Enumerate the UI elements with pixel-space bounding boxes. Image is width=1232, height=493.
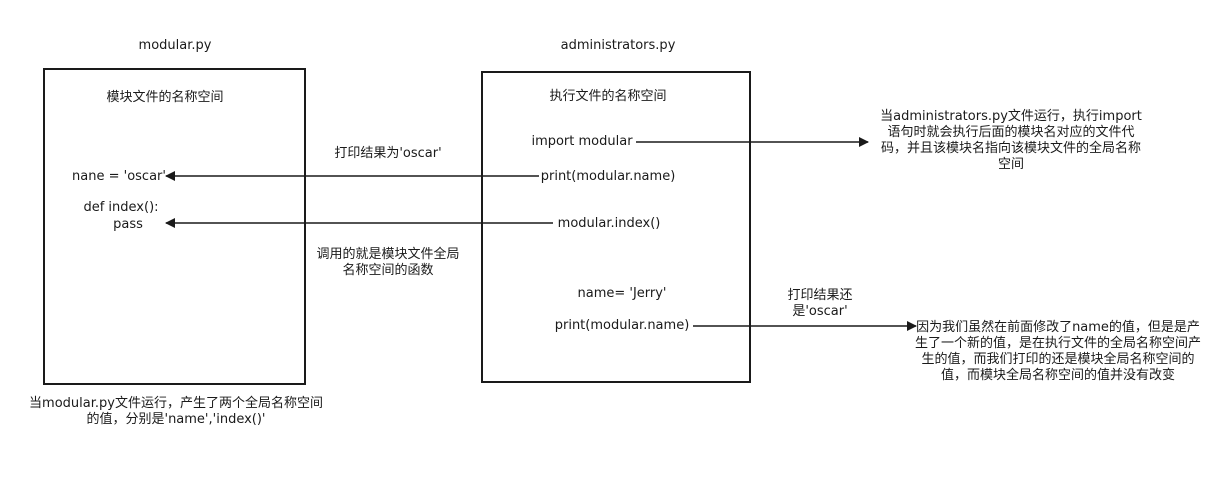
import-note-line-3: 码，并且该模块名指向该模块文件的全局名称 xyxy=(880,141,1142,156)
import-line: import modular xyxy=(531,134,633,149)
modular-assign-line: nane = 'oscar' xyxy=(72,169,166,184)
administrators-box-heading: 执行文件的名称空间 xyxy=(549,89,667,104)
final-note-line-4: 值，而模块全局名称空间的值并没有改变 xyxy=(940,368,1176,383)
modular-pass-line: pass xyxy=(113,217,143,232)
call-desc-label-1: 调用的就是模块文件全局 xyxy=(316,247,460,262)
print-result2-label-2: 是'oscar' xyxy=(792,304,848,319)
modular-box-heading: 模块文件的名称空间 xyxy=(106,90,224,105)
administrators-file-title: administrators.py xyxy=(560,38,676,53)
final-note-line-1: 因为我们虽然在前面修改了name的值，但是是产 xyxy=(916,320,1200,335)
jerry-assign-line: name= 'Jerry' xyxy=(577,286,667,301)
import-note-line-1: 当administrators.py文件运行，执行import xyxy=(880,109,1142,124)
print-line-1: print(modular.name) xyxy=(540,169,676,184)
print-result-label: 打印结果为'oscar' xyxy=(334,146,442,161)
print-line-2: print(modular.name) xyxy=(554,318,690,333)
modular-def-line: def index(): xyxy=(83,200,159,215)
modular-file-title: modular.py xyxy=(138,38,212,53)
final-note-line-2: 生了一个新的值，是在执行文件的全局名称空间产 xyxy=(914,336,1202,351)
modular-footnote-1: 当modular.py文件运行，产生了两个全局名称空间 xyxy=(29,396,323,411)
modular-footnote-2: 的值，分别是'name','index()' xyxy=(86,412,266,427)
administrators-namespace-box xyxy=(481,71,751,383)
import-note-line-4: 空间 xyxy=(997,157,1025,172)
import-note-line-2: 语句时就会执行后面的模块名对应的文件代 xyxy=(887,125,1135,140)
call-desc-label-2: 名称空间的函数 xyxy=(342,263,434,278)
final-note-line-3: 生的值，而我们打印的还是模块全局名称空间的 xyxy=(921,352,1195,367)
print-result2-label-1: 打印结果还 xyxy=(787,288,853,303)
call-index-line: modular.index() xyxy=(557,216,661,231)
